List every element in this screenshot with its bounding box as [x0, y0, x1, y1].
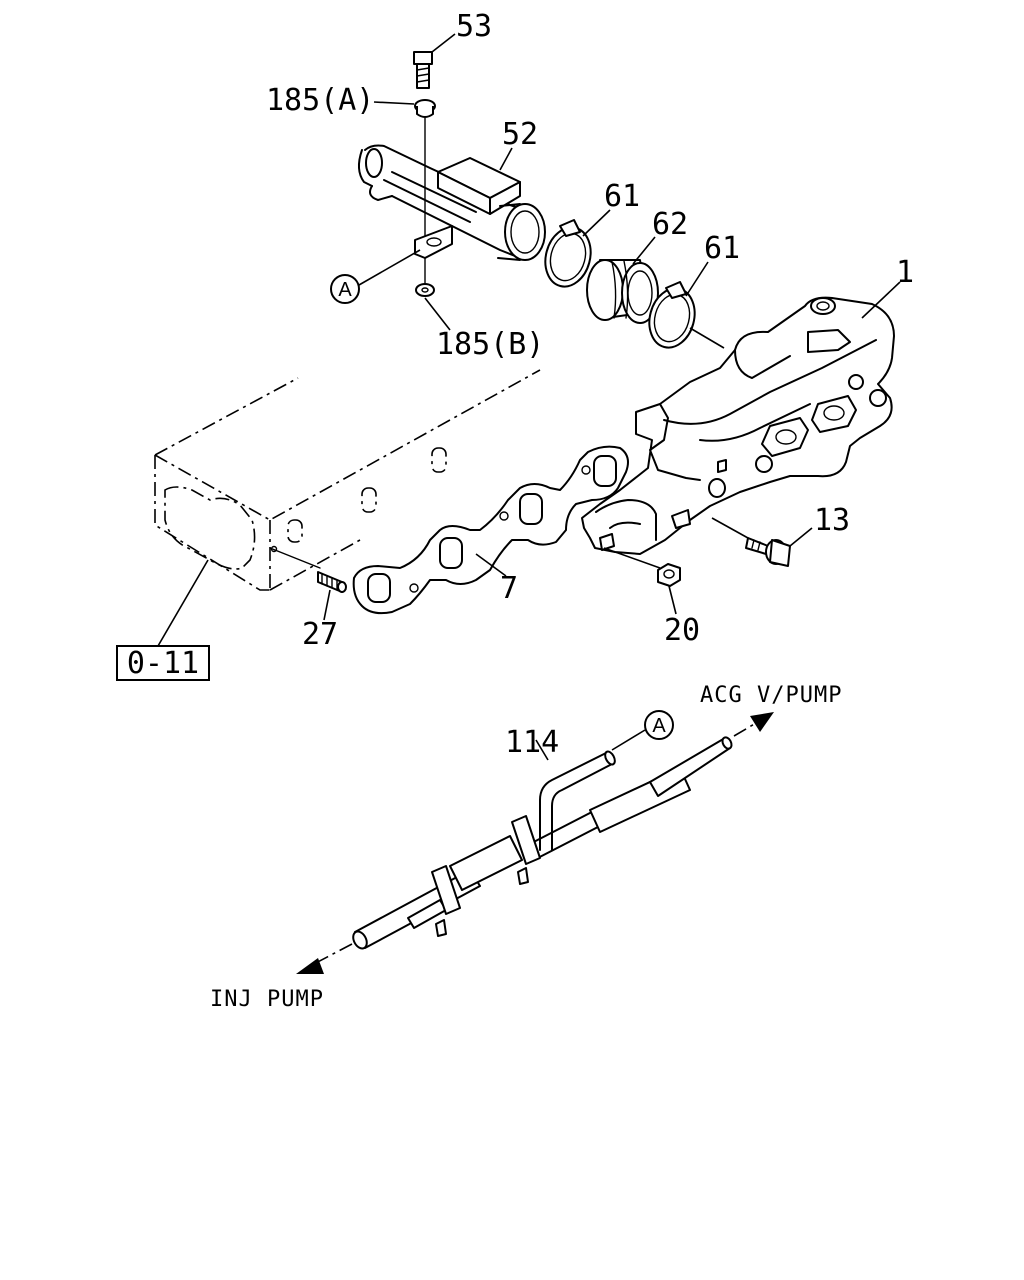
callout-27: 27: [302, 617, 338, 652]
cylinder-head: [154, 369, 541, 591]
washer-185b: [415, 283, 435, 297]
clamp-61-second: [648, 281, 696, 349]
callout-53: 53: [456, 9, 492, 44]
arrow-inj-pump: [296, 943, 353, 974]
stud-27: [317, 571, 347, 593]
callout-7: 7: [500, 571, 518, 606]
callout-62: 62: [652, 207, 688, 242]
egr-cooler-52: [358, 144, 546, 261]
pipe-assembly-114: [352, 736, 733, 950]
marker-a-lower: A: [644, 710, 674, 740]
nut-185a: [414, 99, 436, 118]
bellows-62: [586, 259, 659, 324]
callout-52: 52: [502, 117, 538, 152]
reference-box: [116, 645, 210, 681]
svg-text:A: A: [652, 715, 666, 737]
callout-13: 13: [814, 503, 850, 538]
arrow-acg-pump: [733, 712, 774, 737]
direction-acg-pump: ACG V/PUMP: [700, 683, 842, 708]
reference-label: 0-11: [127, 646, 199, 681]
exhaust-manifold-1: [581, 296, 895, 555]
callout-185a: 185(A): [266, 83, 374, 118]
svg-text:A: A: [338, 279, 352, 301]
bolt-13: [745, 537, 791, 567]
gasket-7: [352, 445, 629, 615]
callout-114: 114: [505, 725, 559, 760]
nut-20: [657, 563, 681, 587]
bolt-53: [413, 51, 433, 89]
ref-leader: [157, 559, 209, 647]
marker-a-upper: A: [330, 274, 360, 304]
clamp-61-first: [544, 219, 592, 288]
callout-1: 1: [896, 255, 914, 290]
callout-20: 20: [664, 613, 700, 648]
callout-185b: 185(B): [436, 327, 544, 362]
callout-61-first: 61: [604, 179, 640, 214]
callout-61-second: 61: [704, 231, 740, 266]
direction-inj-pump: INJ PUMP: [210, 987, 324, 1012]
